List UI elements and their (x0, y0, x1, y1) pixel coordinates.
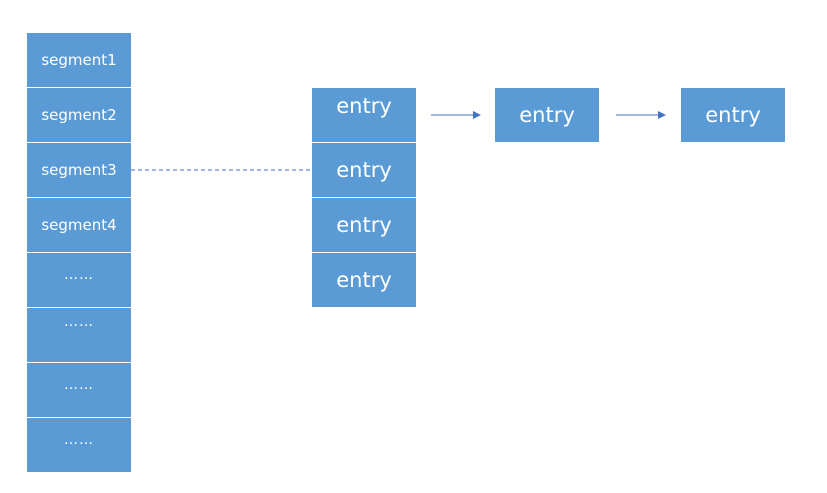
segment-box-1: segment1 (27, 33, 131, 87)
segment-box-ellipsis-1: …… (27, 253, 131, 307)
entry-box-4: entry (312, 253, 416, 307)
chain-entry-box-2: entry (681, 88, 785, 142)
chain-entry-box-1: entry (495, 88, 599, 142)
segment-ellipsis: …… (64, 267, 94, 283)
entry-label: entry (336, 94, 392, 118)
segment-box-4: segment4 (27, 198, 131, 252)
segment-box-2: segment2 (27, 88, 131, 142)
segment-ellipsis: …… (64, 314, 94, 330)
segment-label: segment2 (41, 106, 117, 124)
segment-ellipsis: …… (64, 377, 94, 393)
segment-box-ellipsis-4: …… (27, 418, 131, 472)
segment-label: segment4 (41, 216, 117, 234)
entry-label: entry (336, 268, 392, 292)
entry-label: entry (336, 213, 392, 237)
segment-label: segment3 (41, 161, 117, 179)
entry-label: entry (705, 103, 761, 127)
segment-ellipsis: …… (64, 432, 94, 448)
segment-label: segment1 (41, 51, 117, 69)
entry-label: entry (336, 158, 392, 182)
entry-box-2: entry (312, 143, 416, 197)
segment-box-3: segment3 (27, 143, 131, 197)
entry-box-1: entry (312, 88, 416, 142)
segment-box-ellipsis-2: …… (27, 308, 131, 362)
entry-box-3: entry (312, 198, 416, 252)
entry-label: entry (519, 103, 575, 127)
segment-box-ellipsis-3: …… (27, 363, 131, 417)
